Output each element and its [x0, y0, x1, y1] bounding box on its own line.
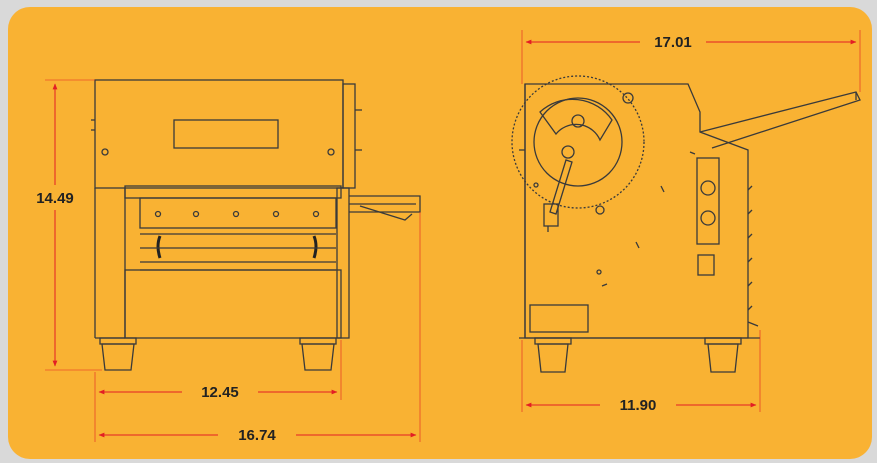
dimension-lines — [45, 30, 861, 442]
dim-side-width-bottom: 11.90 — [620, 397, 657, 414]
dim-side-width-top: 17.01 — [654, 34, 692, 51]
side-view — [511, 75, 861, 373]
dim-front-height: 14.49 — [36, 190, 74, 207]
front-view — [91, 79, 421, 371]
dim-front-width-inner: 12.45 — [201, 384, 239, 401]
dim-front-width-overall: 16.74 — [238, 427, 276, 444]
